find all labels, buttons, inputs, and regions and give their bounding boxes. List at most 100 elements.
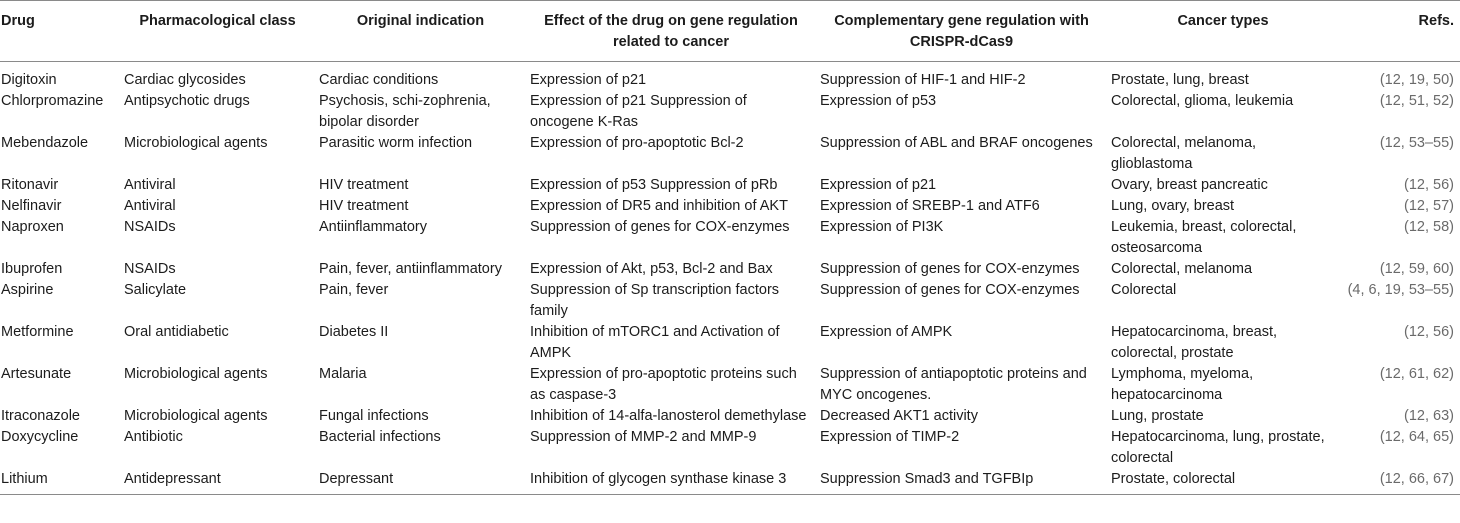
cell-effect: Expression of Akt, p53, Bcl-2 and Bax — [530, 261, 773, 277]
cell-class: Microbiological agents — [124, 135, 268, 151]
cell-cancer-types: Ovary, breast pancreatic — [1111, 177, 1268, 193]
cell-refs-link[interactable]: (12, 57) — [1404, 198, 1454, 214]
cell-original-indication: Bacterial infections — [319, 429, 441, 445]
header-original-indication: Original indication — [315, 0, 526, 62]
cell-drug: Digitoxin — [1, 72, 57, 88]
cell-drug: Ibuprofen — [1, 261, 63, 277]
cell-class: Antibiotic — [124, 429, 183, 445]
header-cancer-types: Cancer types — [1107, 0, 1339, 62]
table-row: Aspirine Salicylate Pain, fever Suppression… — [0, 280, 1460, 322]
cell-refs-link[interactable]: (12, 56) — [1404, 177, 1454, 193]
cell-refs-link[interactable]: (12, 51, 52) — [1379, 93, 1454, 109]
cell-drug: Doxycycline — [1, 429, 79, 445]
cell-drug: Aspirine — [1, 282, 54, 298]
cell-drug: Artesunate — [1, 366, 72, 382]
cell-complementary: Expression of SREBP-1 and ATF6 — [820, 198, 1040, 214]
cell-original-indication: Antiinflammatory — [319, 219, 427, 235]
cell-drug: Nelfinavir — [1, 198, 62, 214]
cell-class: Antidepressant — [120, 469, 315, 495]
cell-original-indication: Pain, fever, antiinflammatory — [319, 261, 502, 277]
header-effect-gene-regulation: Effect of the drug on gene regulation re… — [526, 0, 816, 62]
cell-cancer-types: Colorectal, melanoma — [1111, 261, 1253, 277]
cell-refs-link[interactable]: (12, 63) — [1404, 408, 1454, 424]
cell-refs-link[interactable]: (12, 58) — [1404, 219, 1454, 235]
cell-original-indication: Malaria — [319, 366, 367, 382]
cell-class: Antiviral — [124, 177, 176, 193]
cell-complementary: Suppression of genes for COX-enzymes — [820, 282, 1080, 298]
cell-effect: Suppression of genes for COX-enzymes — [530, 219, 790, 235]
cell-complementary: Expression of p21 — [820, 177, 937, 193]
cell-class: Microbiological agents — [124, 408, 268, 424]
cell-complementary: Expression of PI3K — [820, 219, 944, 235]
cell-original-indication: Fungal infections — [319, 408, 429, 424]
cell-refs-link[interactable]: (12, 56) — [1404, 324, 1454, 340]
cell-cancer-types: Colorectal, glioma, leukemia — [1111, 93, 1294, 109]
cell-drug: Lithium — [0, 469, 120, 495]
cell-original-indication: HIV treatment — [319, 198, 409, 214]
cell-cancer-types: Prostate, colorectal — [1107, 469, 1339, 495]
cell-drug: Metformine — [1, 324, 74, 340]
cell-cancer-types: Leukemia, breast, colorectal, osteosarco… — [1111, 219, 1297, 256]
table-header: Drug Pharmacological class Original indi… — [0, 0, 1460, 62]
cell-effect: Expression of p21 — [530, 72, 647, 88]
cell-refs-link[interactable]: (4, 6, 19, 53–55) — [1347, 282, 1454, 298]
drug-repurposing-table: Drug Pharmacological class Original indi… — [0, 0, 1460, 495]
table-row: Digitoxin Cardiac glycosides Cardiac condi… — [0, 62, 1460, 92]
cell-effect: Suppression of Sp transcription factors … — [530, 282, 780, 319]
cell-effect: Suppression of MMP-2 and MMP-9 — [530, 429, 757, 445]
cell-complementary: Expression of TIMP-2 — [820, 429, 960, 445]
cell-class: Cardiac glycosides — [124, 72, 246, 88]
header-refs: Refs. — [1339, 0, 1460, 62]
cell-cancer-types: Lung, prostate — [1111, 408, 1204, 424]
cell-cancer-types: Hepatocarcinoma, lung, prostate, colorec… — [1111, 429, 1325, 466]
cell-refs-link[interactable]: (12, 64, 65) — [1379, 429, 1454, 445]
cell-original-indication: Pain, fever — [319, 282, 389, 298]
cell-effect: Expression of pro-apoptotic Bcl-2 — [530, 135, 744, 151]
cell-class: Antipsychotic drugs — [124, 93, 250, 109]
cell-cancer-types: Prostate, lung, breast — [1111, 72, 1249, 88]
header-complementary-regulation: Complementary gene regulation with CRISP… — [816, 0, 1107, 62]
cell-drug: Itraconazole — [1, 408, 80, 424]
cell-original-indication: HIV treatment — [319, 177, 409, 193]
table-row: Metformine Oral antidiabetic Diabetes II In… — [0, 322, 1460, 364]
cell-effect: Expression of p21 Suppression of oncogen… — [530, 93, 747, 130]
cell-complementary: Suppression of genes for COX-enzymes — [820, 261, 1080, 277]
cell-class: NSAIDs — [124, 219, 176, 235]
cell-complementary: Suppression Smad3 and TGFBIp — [816, 469, 1107, 495]
cell-effect: Expression of pro-apoptotic proteins suc… — [530, 366, 797, 403]
cell-effect: Inhibition of glycogen synthase kinase 3 — [526, 469, 816, 495]
table-row: Doxycycline Antibiotic Bacterial infection… — [0, 427, 1460, 469]
cell-complementary: Suppression of antiapoptotic proteins an… — [820, 366, 1087, 403]
cell-drug: Naproxen — [1, 219, 64, 235]
cell-complementary: Decreased AKT1 activity — [820, 408, 978, 424]
cell-effect: Inhibition of mTORC1 and Activation of A… — [530, 324, 780, 361]
cell-refs-link[interactable]: (12, 66, 67) — [1339, 469, 1460, 495]
cell-original-indication: Diabetes II — [319, 324, 389, 340]
cell-class: Antiviral — [124, 198, 176, 214]
table-row: Nelfinavir Antiviral HIV treatment Expressi… — [0, 196, 1460, 217]
cell-refs-link[interactable]: (12, 59, 60) — [1379, 261, 1454, 277]
cell-complementary: Suppression of HIF-1 and HIF-2 — [820, 72, 1026, 88]
header-row: Drug Pharmacological class Original indi… — [0, 0, 1460, 62]
cell-refs-link[interactable]: (12, 19, 50) — [1379, 72, 1454, 88]
cell-cancer-types: Hepatocarcinoma, breast, colorectal, pro… — [1111, 324, 1278, 361]
cell-effect: Expression of p53 Suppression of pRb — [530, 177, 778, 193]
cell-cancer-types: Colorectal — [1111, 282, 1177, 298]
cell-drug: Ritonavir — [1, 177, 59, 193]
table-row: Naproxen NSAIDs Antiinflammatory Suppressio… — [0, 217, 1460, 259]
cell-effect: Inhibition of 14-alfa-lanosterol demethy… — [530, 408, 807, 424]
cell-original-indication: Cardiac conditions — [319, 72, 439, 88]
cell-cancer-types: Colorectal, melanoma, glioblastoma — [1111, 135, 1257, 172]
cell-original-indication: Depressant — [315, 469, 526, 495]
header-drug: Drug — [0, 0, 120, 62]
cell-refs-link[interactable]: (12, 61, 62) — [1379, 366, 1454, 382]
cell-class: Salicylate — [124, 282, 187, 298]
table-row: Ritonavir Antiviral HIV treatment Expressio… — [0, 175, 1460, 196]
cell-class: Oral antidiabetic — [124, 324, 229, 340]
cell-refs-link[interactable]: (12, 53–55) — [1379, 135, 1454, 151]
